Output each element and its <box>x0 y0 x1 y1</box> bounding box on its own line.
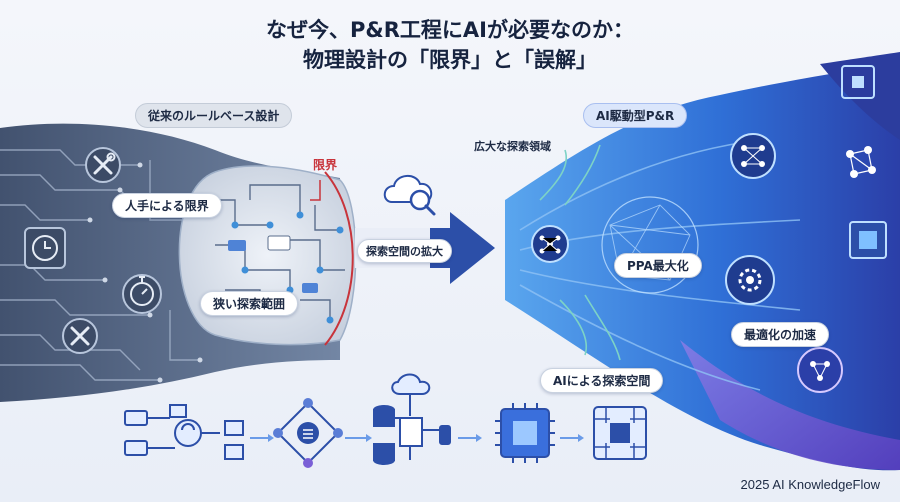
cloud-search-icon <box>383 175 436 216</box>
footer-credit: 2025 AI KnowledgeFlow <box>740 477 880 492</box>
cloud-database-icon <box>373 373 451 465</box>
bottom-flow <box>124 373 647 468</box>
ppa-label: PPA最大化 <box>614 253 702 278</box>
limit-label: 限界 <box>313 158 338 172</box>
manual-limit-label: 人手による限界 <box>112 193 222 218</box>
chip-flow-icon <box>495 403 555 463</box>
narrow-space-label: 狭い探索範囲 <box>200 291 299 316</box>
gear-icon <box>725 255 775 305</box>
limit-pointer <box>310 180 321 201</box>
optimized-chip-icon <box>593 406 647 460</box>
ai-node-icon <box>797 347 843 393</box>
flowchart-icon <box>124 404 244 460</box>
ai-search-label: AIによる探索空間 <box>540 368 664 393</box>
page-title-line2: 物理設計の「限界」と「誤解」 <box>303 48 597 72</box>
tools-icon-secondary <box>62 318 98 354</box>
tools-icon <box>85 147 121 183</box>
hub-icon <box>273 398 343 468</box>
limit-boundary <box>324 171 354 346</box>
wave-lines <box>539 144 621 361</box>
processor-icon <box>841 65 875 99</box>
node-graph-icon <box>846 146 876 178</box>
left-section-header: 従来のルールベース設計 <box>135 103 293 128</box>
wide-space-label: 広大な探索領域 <box>474 140 551 153</box>
right-section-header: AI駆動型P&R <box>583 103 688 128</box>
page-title-line1: なぜ今、P&R工程にAIが必要なのか： <box>266 18 634 42</box>
clock-icon <box>24 227 66 269</box>
stopwatch-icon <box>122 274 162 314</box>
acceleration-label: 最適化の加速 <box>731 322 830 347</box>
expansion-arrow-label: 探索空間の拡大 <box>357 239 452 263</box>
chip-icon <box>849 221 887 259</box>
neural-net-icon <box>730 133 776 179</box>
right-panel <box>505 52 900 471</box>
network-node-1 <box>531 225 569 263</box>
